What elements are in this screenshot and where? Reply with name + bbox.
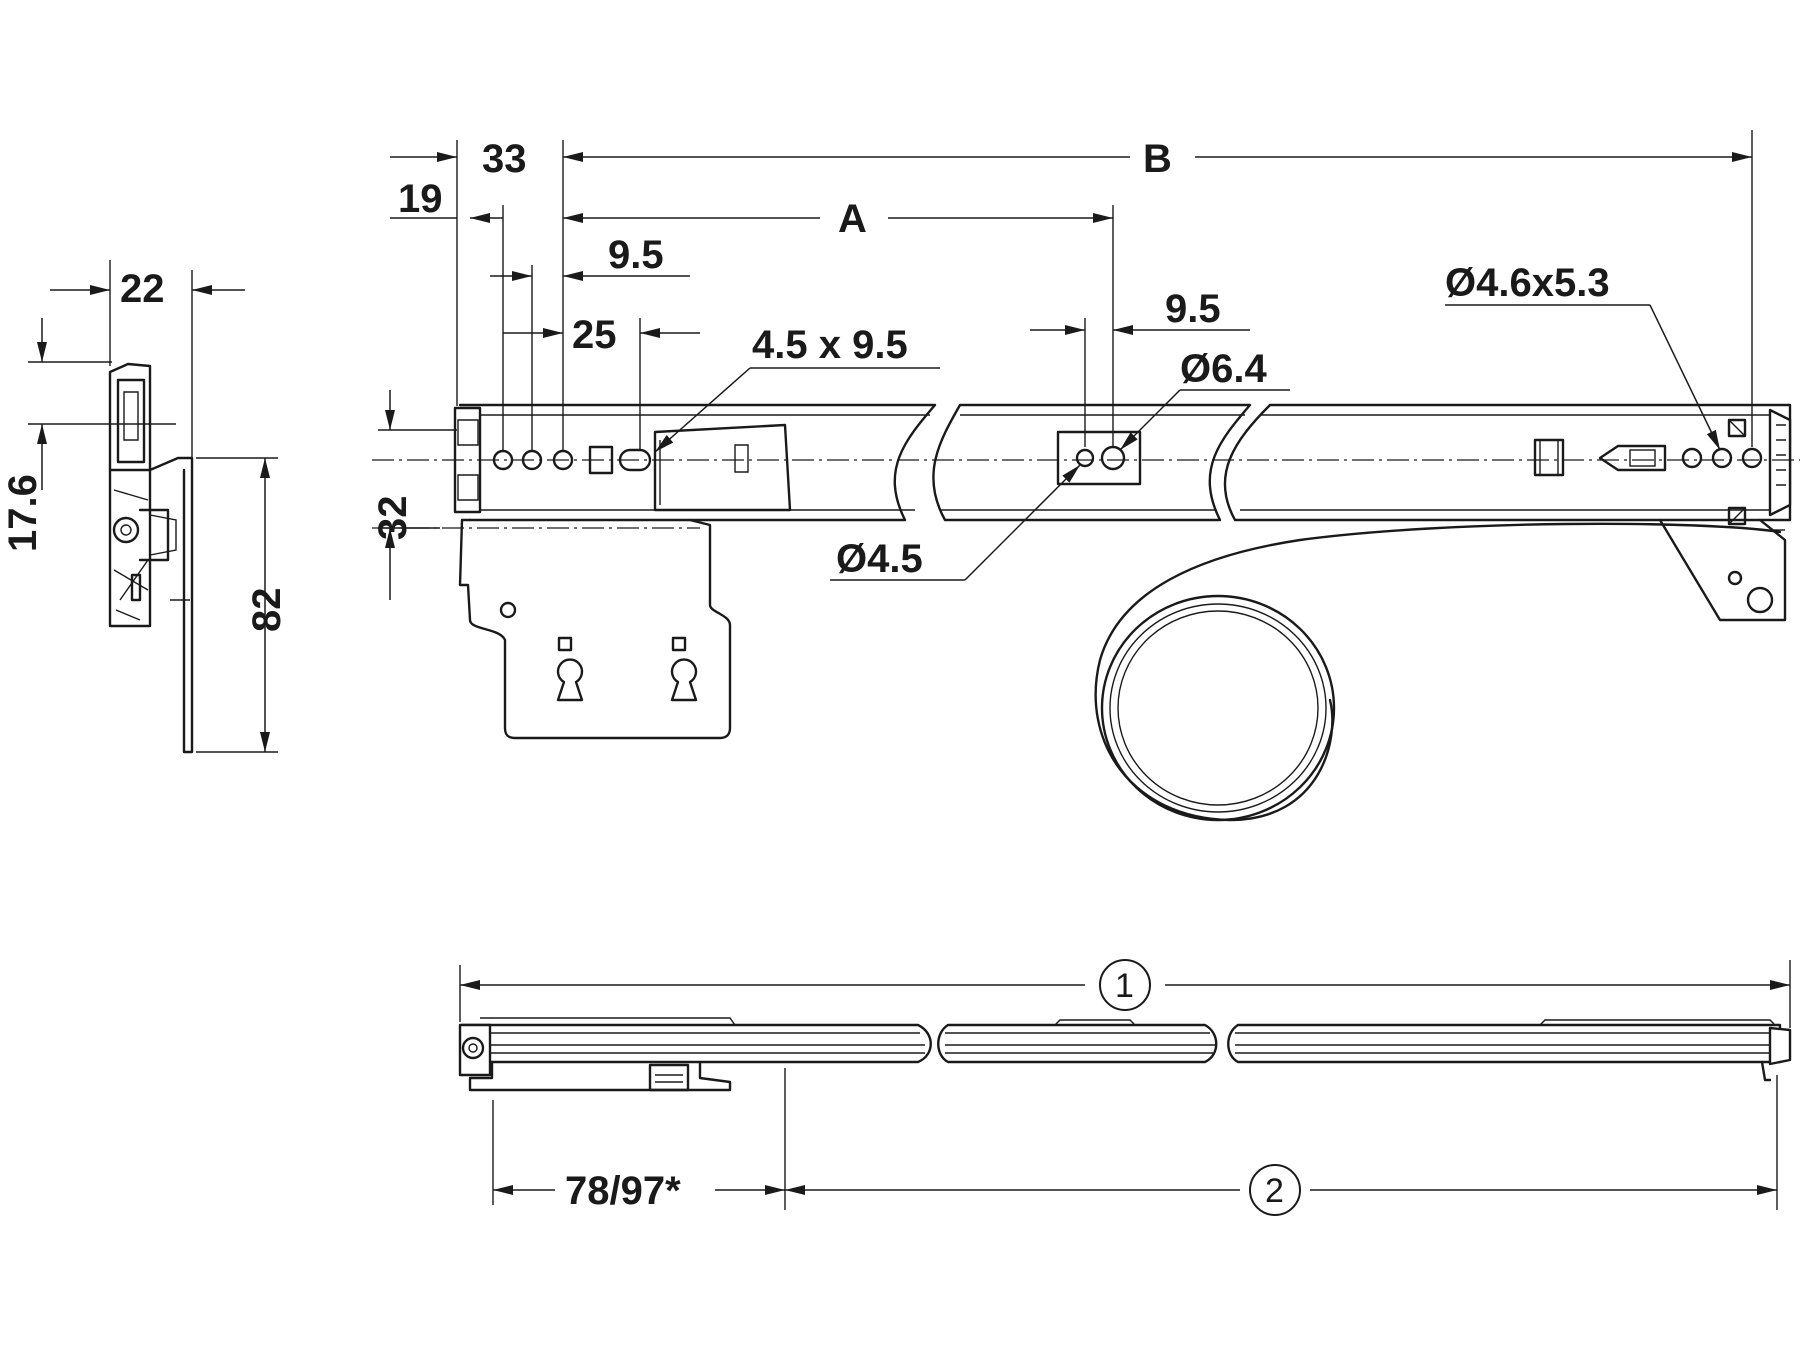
dim-19-label: 19	[398, 177, 443, 221]
bottom-view	[458, 959, 1792, 1216]
side-width-label: 22	[120, 267, 165, 311]
dim-78-97-label: 78/97*	[565, 1169, 681, 1213]
main-view	[372, 130, 1800, 822]
dim-9-5-left-label: 9.5	[608, 233, 664, 277]
slot-size-label: 4.5 x 9.5	[752, 323, 908, 367]
dim-33-label: 33	[482, 137, 527, 181]
dim-9-5-mid-label: 9.5	[1165, 287, 1221, 331]
dim-a-label: A	[838, 197, 867, 241]
dia-6-4-label: Ø6.4	[1180, 347, 1267, 391]
side-offset-label: 17.6	[1, 474, 45, 552]
side-view	[28, 260, 278, 754]
dim-b-label: B	[1143, 137, 1172, 181]
side-height-label: 82	[245, 588, 289, 633]
dim-32-label: 32	[371, 496, 415, 541]
callout-1-label: 1	[1115, 967, 1134, 1005]
callout-2-label: 2	[1265, 1172, 1284, 1210]
dia-4-5-label: Ø4.5	[836, 537, 923, 581]
dim-25-label: 25	[572, 313, 617, 357]
dia-4-6x5-3-label: Ø4.6x5.3	[1445, 261, 1610, 305]
